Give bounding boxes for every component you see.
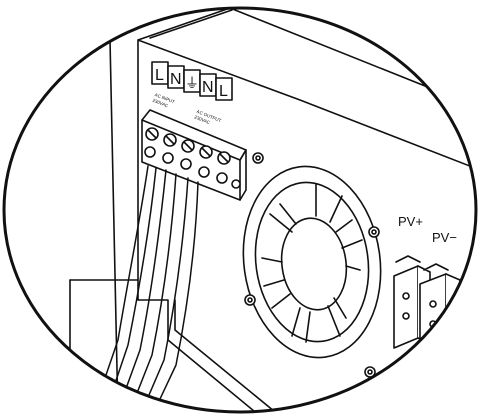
inverter-panel-outline <box>137 8 476 301</box>
ac-output-voltage: 230VAC <box>194 114 212 125</box>
terminal-letter-4: N <box>202 79 214 96</box>
magnifier-lens-border <box>2 6 478 414</box>
ac-wires <box>91 165 199 412</box>
panel-top-edge <box>149 9 233 39</box>
pv-negative-label: PV− <box>432 230 457 245</box>
ac-input-caption: AC INPUT 230VAC <box>152 92 176 109</box>
terminal-letters: L N ⏚ N L <box>155 67 228 100</box>
terminal-letter-3: ⏚ <box>185 75 199 91</box>
terminal-block-side <box>239 149 247 201</box>
panel-step <box>174 299 281 412</box>
ac-input-voltage: 230VAC <box>152 98 170 109</box>
ac-output-caption: AC OUTPUT 230VAC <box>194 109 222 126</box>
terminal-letter-5: L <box>219 83 228 100</box>
pv-terminals <box>393 255 461 357</box>
cooling-fan <box>242 152 382 378</box>
terminal-screws <box>144 127 241 189</box>
pv-positive-label: PV+ <box>398 214 423 229</box>
terminal-letter-row <box>151 61 233 101</box>
terminal-letter-2: N <box>170 71 182 88</box>
terminal-letter-1: L <box>155 67 164 84</box>
